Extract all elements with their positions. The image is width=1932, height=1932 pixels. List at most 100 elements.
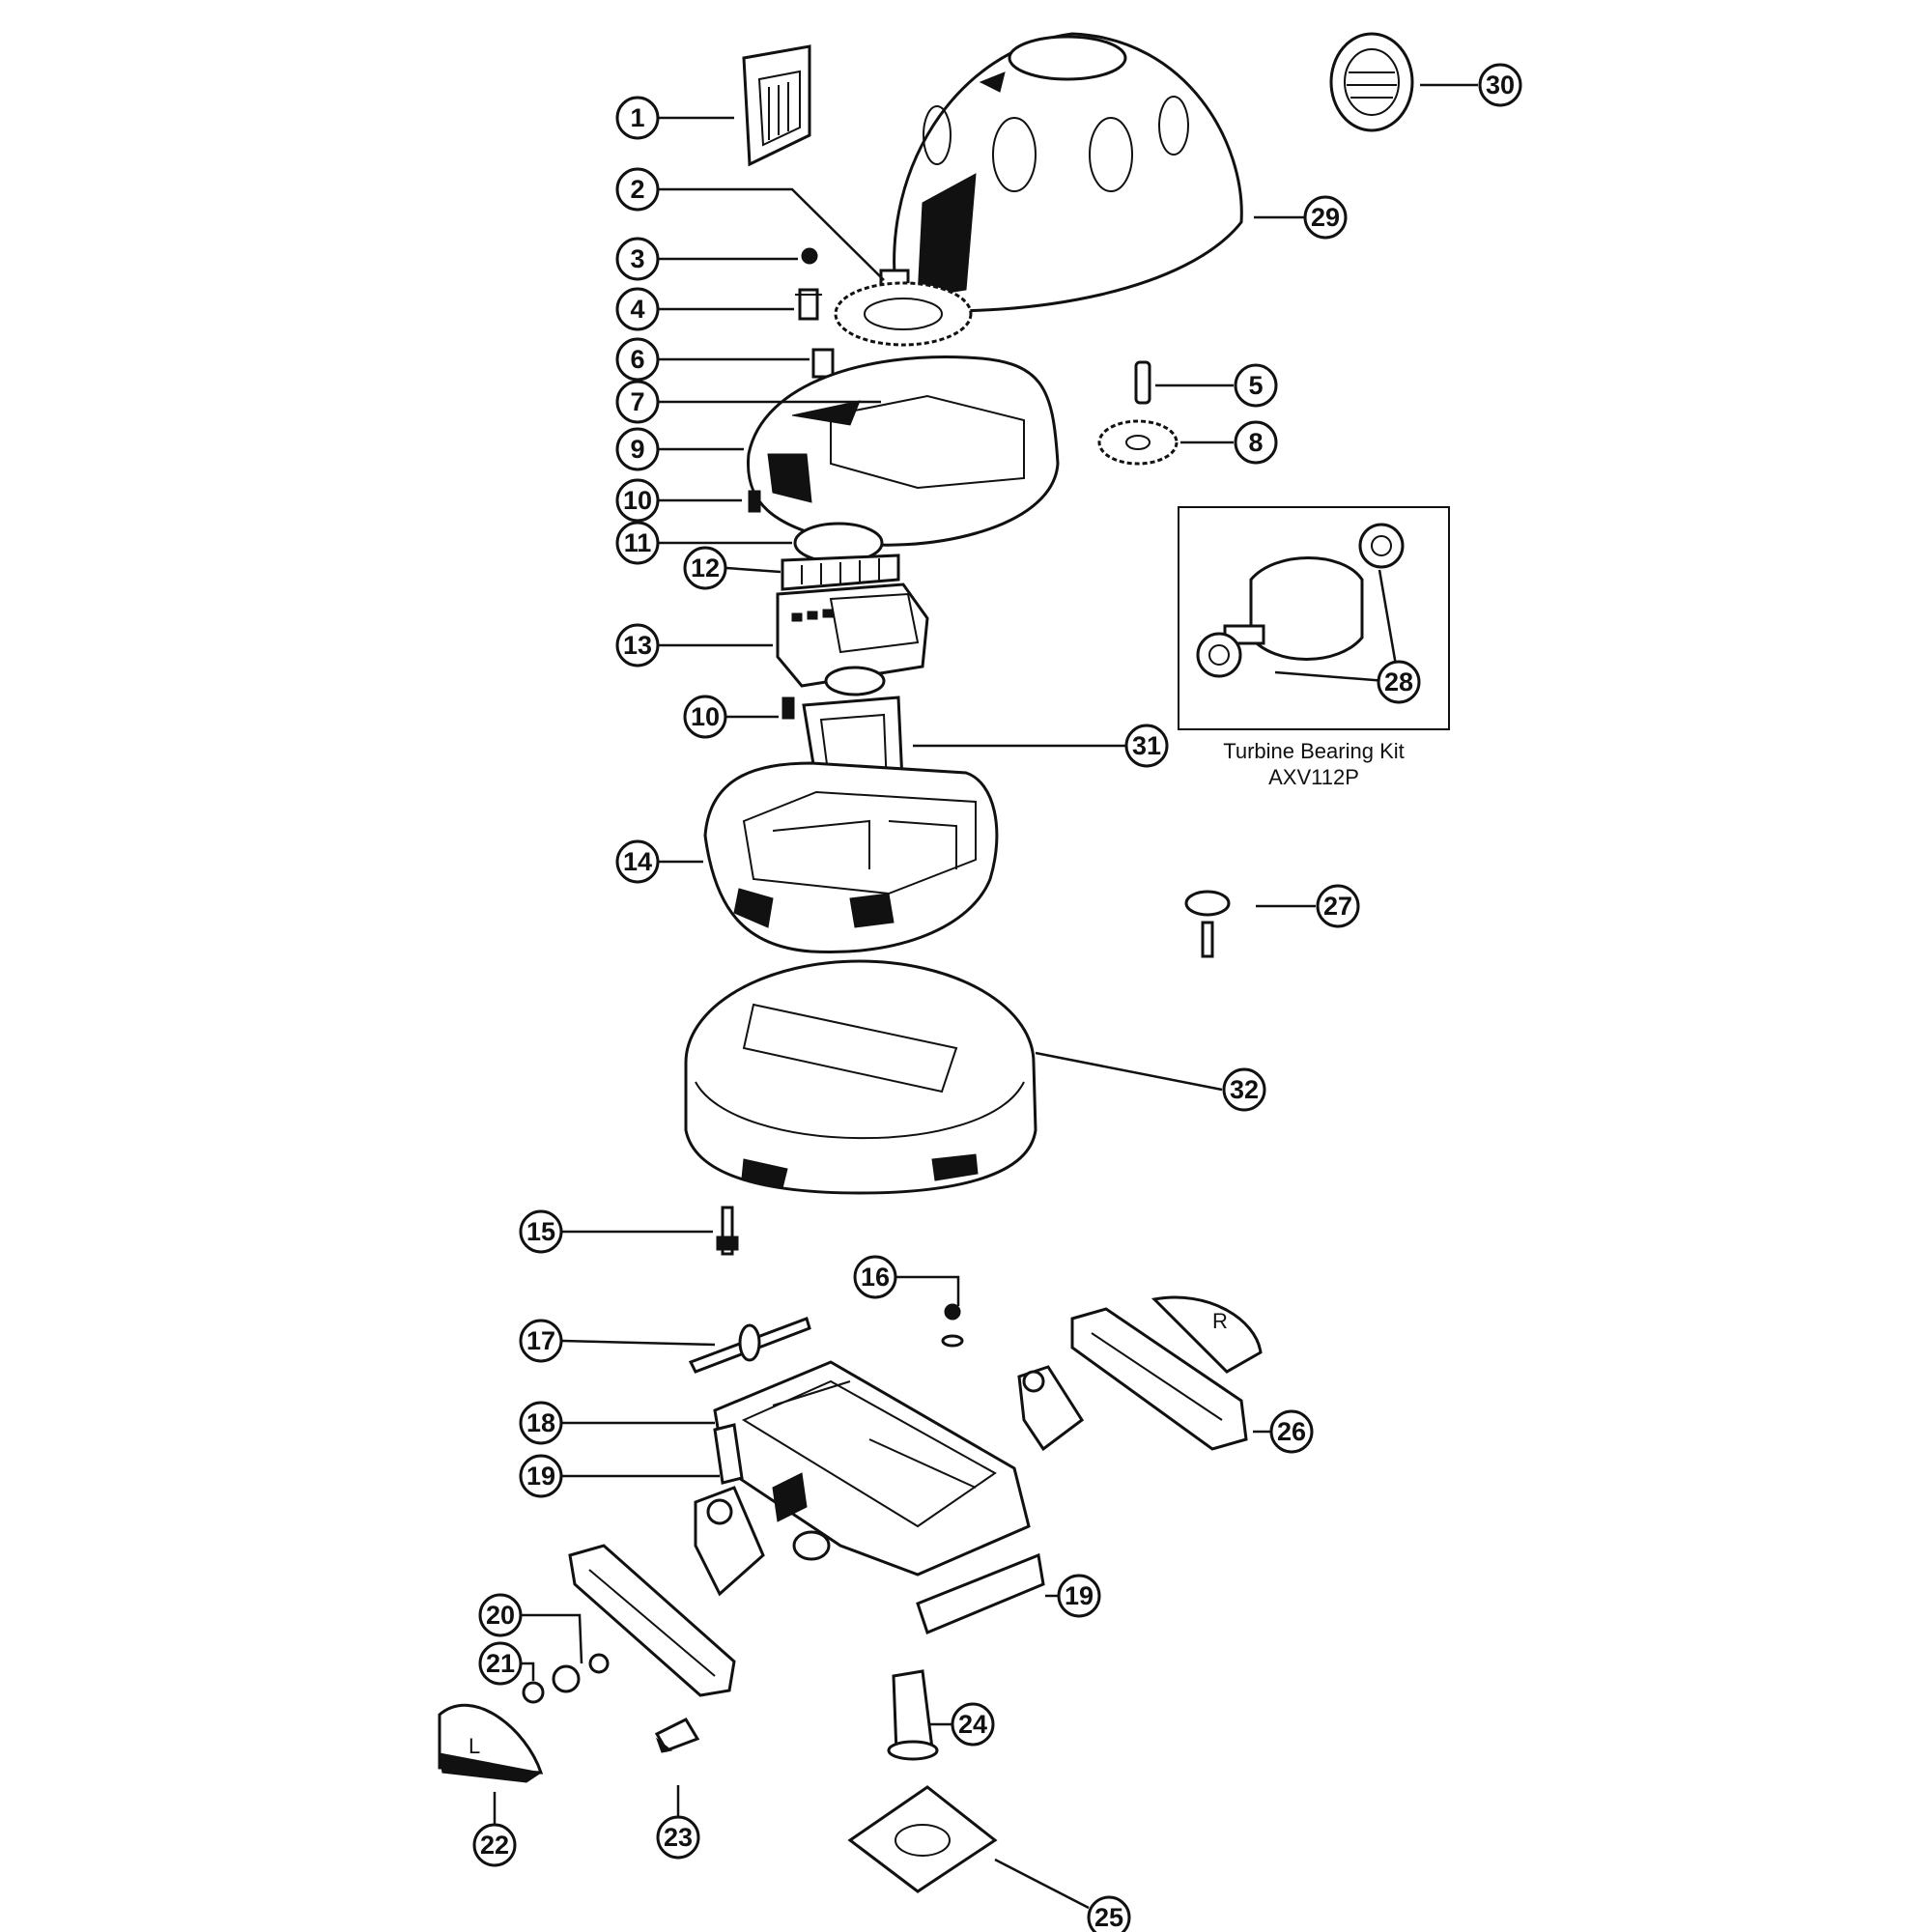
- part-19-end-cap-left: [713, 1423, 744, 1485]
- callout-25: 25: [1087, 1895, 1131, 1932]
- callout-label: 26: [1277, 1417, 1306, 1446]
- callout-10: 10: [683, 695, 727, 739]
- callout-circle: [1303, 195, 1348, 240]
- callout-circle: [519, 1209, 563, 1254]
- callout-circle: [1124, 724, 1169, 768]
- part-26-right-track: R: [1070, 1295, 1263, 1451]
- callout-label: 15: [526, 1217, 555, 1246]
- callout-16: 16: [853, 1255, 897, 1299]
- callout-14: 14: [615, 839, 660, 884]
- kit-part-number: AXV112P: [1268, 765, 1359, 789]
- callout-circle: [615, 521, 660, 565]
- callout-3: 3: [615, 237, 660, 281]
- callout-label: 27: [1323, 892, 1352, 921]
- callout-circle: [951, 1702, 995, 1747]
- callout-8: 8: [1234, 420, 1278, 465]
- callout-2: 2: [615, 167, 660, 212]
- callout-label: 24: [958, 1710, 987, 1739]
- callout-label: 12: [691, 554, 720, 582]
- callout-1: 1: [615, 96, 660, 140]
- callout-4: 4: [615, 287, 660, 331]
- part-9-upper-housing: [746, 355, 1060, 547]
- part-17-axle: [688, 1317, 811, 1374]
- callout-label: 16: [861, 1263, 890, 1292]
- part-3-screw: [801, 247, 818, 265]
- callout-label: 19: [1065, 1581, 1094, 1610]
- callout-13: 13: [615, 623, 660, 668]
- callout-label: 7: [630, 387, 644, 416]
- part-28-turbine-rotor: [1249, 556, 1364, 661]
- part-25-foot-pad: [847, 1785, 998, 1893]
- callout-circle: [615, 623, 660, 668]
- part-14-lower-housing: [703, 761, 999, 954]
- callout-circle: [853, 1255, 897, 1299]
- callout-19: 19: [519, 1454, 563, 1498]
- callout-circle: [615, 427, 660, 471]
- callout-circle: [615, 478, 660, 523]
- callout-circle: [615, 337, 660, 382]
- callout-label: 8: [1248, 428, 1263, 457]
- part-18-chassis: [713, 1360, 1031, 1577]
- callout-31: 31: [1124, 724, 1169, 768]
- part-large-drive-gear: [834, 281, 973, 347]
- callout-label: 10: [691, 702, 720, 731]
- callout-circle: [1057, 1574, 1101, 1618]
- callout-label: 9: [630, 435, 644, 464]
- callout-28: 28: [1377, 660, 1421, 704]
- part-30-grille-cap: [1329, 32, 1414, 132]
- callout-circle: [615, 96, 660, 140]
- callout-22: 22: [472, 1823, 517, 1867]
- callout-circle: [1234, 363, 1278, 408]
- part-24-nozzle: [887, 1669, 939, 1761]
- callout-circle: [478, 1641, 523, 1686]
- part-left-arm-bracket: [694, 1486, 831, 1597]
- part-32-base-plate: [684, 959, 1037, 1195]
- callout-label: 5: [1248, 371, 1263, 400]
- part-29-dome-cover: [893, 32, 1243, 313]
- leader-lines: [493, 83, 1478, 1910]
- callout-label: 14: [623, 847, 652, 876]
- kit-title: Turbine Bearing Kit: [1223, 739, 1405, 763]
- callout-circle: [615, 167, 660, 212]
- part-8-gear: [1097, 419, 1179, 466]
- callout-21: 21: [478, 1641, 523, 1686]
- callout-5: 5: [1234, 363, 1278, 408]
- callout-circle: [1234, 420, 1278, 465]
- callout-circle: [656, 1815, 700, 1860]
- callout-32: 32: [1222, 1067, 1266, 1112]
- callout-label: 4: [630, 295, 644, 324]
- callout-circle: [478, 1593, 523, 1637]
- callout-15: 15: [519, 1209, 563, 1254]
- callout-circle: [615, 839, 660, 884]
- part-20-bushing: [552, 1653, 610, 1693]
- callout-label: 31: [1132, 731, 1161, 760]
- callout-label: 20: [486, 1601, 515, 1630]
- callout-27: 27: [1316, 884, 1360, 928]
- callout-26: 26: [1269, 1409, 1314, 1454]
- part-23-clip: [654, 1718, 700, 1753]
- part-16-screw-washer: [941, 1303, 964, 1348]
- part-13-gearbox: [776, 582, 929, 688]
- callout-label: 13: [623, 631, 652, 660]
- callout-12: 12: [683, 546, 727, 590]
- part-4-small-gear: [795, 288, 822, 321]
- callout-11: 11: [615, 521, 660, 565]
- callout-label: 21: [486, 1649, 515, 1678]
- callout-circle: [1222, 1067, 1266, 1112]
- callout-label: 19: [526, 1462, 555, 1491]
- callout-label: 25: [1094, 1903, 1123, 1932]
- callout-7: 7: [615, 380, 660, 424]
- callout-label: 18: [526, 1408, 555, 1437]
- left-side-letter: L: [469, 1734, 480, 1758]
- part-27-wheel-screw: [1184, 890, 1231, 958]
- callout-9: 9: [615, 427, 660, 471]
- callout-circle: [615, 380, 660, 424]
- callout-circle: [472, 1823, 517, 1867]
- callout-circle: [519, 1401, 563, 1445]
- callout-29: 29: [1303, 195, 1348, 240]
- callout-label: 29: [1311, 203, 1340, 232]
- part-28-bearing-right: [1358, 523, 1405, 569]
- part-22-left-cover: L: [438, 1703, 544, 1783]
